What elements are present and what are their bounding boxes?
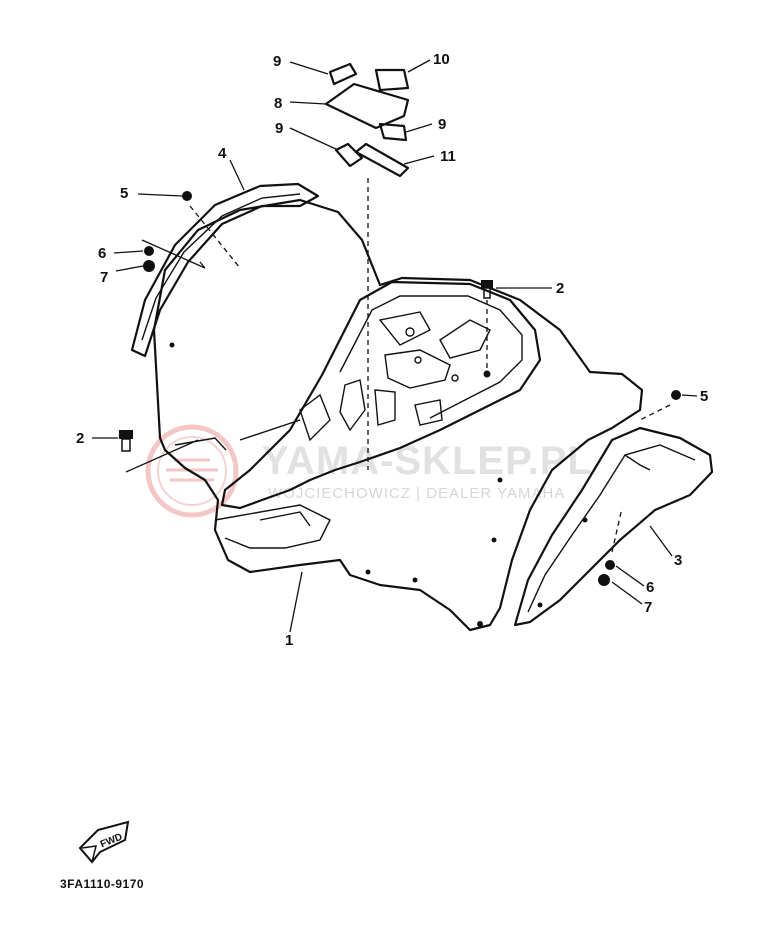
decal-set xyxy=(324,62,410,470)
watermark-title: YAMA-SKLEP.PL xyxy=(262,439,593,483)
pad-10 xyxy=(374,68,410,92)
washer-6-left xyxy=(144,246,154,256)
watermark: YAMA-SKLEP.PL WOJCIECHOWICZ | DEALER YAM… xyxy=(145,424,593,518)
fasteners xyxy=(119,191,681,586)
callout-7-left: 7 xyxy=(100,269,108,286)
callout-6-left: 6 xyxy=(98,245,106,262)
callout-2-right: 2 xyxy=(556,280,564,297)
callout-9-top: 9 xyxy=(273,53,281,70)
callout-7-right: 7 xyxy=(644,599,652,616)
part-code: 3FA1110-9170 xyxy=(60,877,144,891)
rear-fender-body xyxy=(152,198,644,632)
callout-6-right: 6 xyxy=(646,579,654,596)
bolt-2-right xyxy=(481,280,493,378)
left-mud-flap xyxy=(130,182,320,358)
washer-6-right xyxy=(605,560,615,570)
leader-lines xyxy=(92,59,698,633)
callout-8: 8 xyxy=(274,95,282,112)
pad-9-top xyxy=(328,62,358,86)
callout-numbers: 9 10 8 9 9 11 4 5 6 7 2 2 5 3 6 7 1 xyxy=(76,51,708,649)
callout-5-right: 5 xyxy=(700,388,708,405)
pad-9-right xyxy=(378,122,408,142)
callout-1: 1 xyxy=(285,632,293,649)
nut-7-right xyxy=(598,574,610,586)
callout-9-mid: 9 xyxy=(275,120,283,137)
callout-5-left: 5 xyxy=(120,185,128,202)
right-mud-flap xyxy=(513,426,714,627)
strip-11 xyxy=(354,142,410,178)
nut-7-left xyxy=(143,260,155,272)
callout-3: 3 xyxy=(674,552,682,569)
watermark-subtitle: WOJCIECHOWICZ | DEALER YAMAHA xyxy=(268,485,565,502)
pad-9-mid xyxy=(334,142,364,168)
callout-11: 11 xyxy=(440,148,456,165)
forward-arrow: FWD xyxy=(78,820,130,864)
screw-5-left xyxy=(182,191,241,269)
callout-2-left: 2 xyxy=(76,430,84,447)
callout-9-right: 9 xyxy=(438,116,446,133)
bolt-2-left xyxy=(119,430,199,473)
screw-5-right xyxy=(639,390,681,421)
callout-4: 4 xyxy=(218,145,227,162)
plate-8 xyxy=(324,82,410,130)
callout-10: 10 xyxy=(433,51,450,68)
